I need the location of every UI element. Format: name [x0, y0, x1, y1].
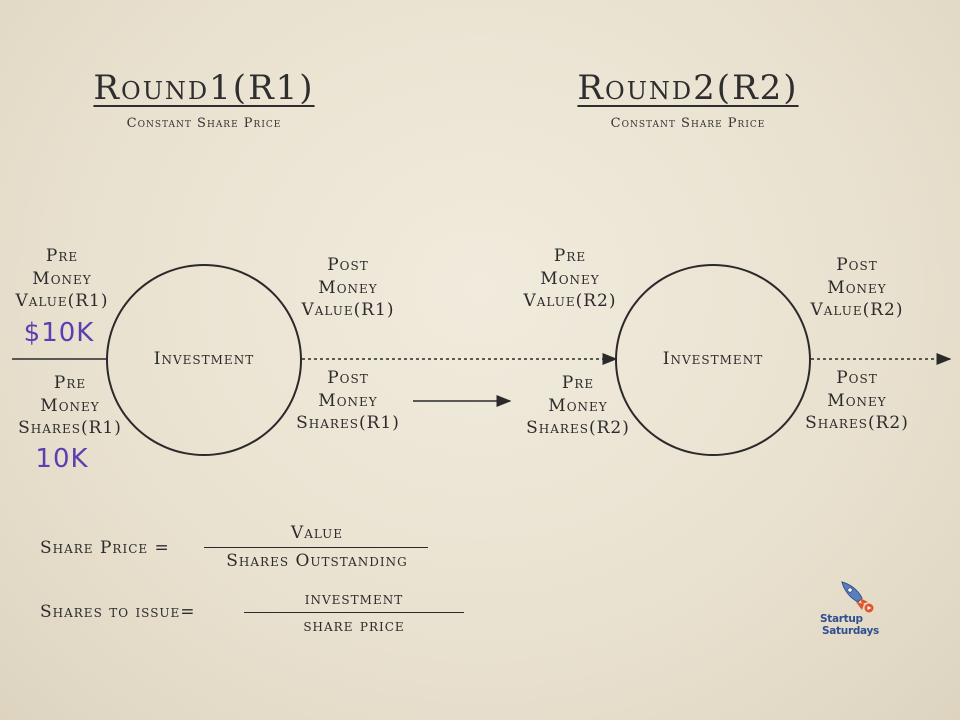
r2-pre-money-shares-label: Pre Money Shares(R2) — [526, 373, 630, 438]
r1-pre-money-value-label: Pre Money Value(R1) — [15, 246, 109, 311]
logo-text-saturdays: Saturdays — [822, 625, 879, 637]
r1-post-money-shares-label: Post Money Shares(R1) — [296, 368, 400, 433]
shares-to-issue-fraction-bar — [244, 612, 464, 613]
round2-title: Round2(R2) — [577, 68, 799, 108]
r2-investment-circle — [615, 264, 811, 456]
r1-pre-money-shares-label: Pre Money Shares(R1) — [18, 373, 122, 438]
shares-to-issue-formula-lhs: Shares to issue= — [40, 602, 196, 622]
r2-investment-label: Investment — [662, 349, 764, 369]
shares-to-issue-denominator: share price — [303, 616, 405, 636]
startup-saturdays-logo: Startup Saturdays — [818, 580, 890, 640]
r1-post-money-value-label: Post Money Value(R1) — [301, 255, 395, 320]
share-price-denominator: Shares Outstanding — [226, 551, 408, 571]
r1-pre-money-value-amount: $10K — [23, 318, 95, 348]
round1-subtitle: Constant Share Price — [126, 116, 282, 131]
round1-title: Round1(R1) — [93, 68, 315, 108]
share-price-numerator: Value — [290, 523, 344, 543]
r1-pre-money-shares-amount: 10K — [35, 444, 89, 474]
shares-to-issue-numerator: investment — [304, 589, 404, 609]
logo-text-startup: Startup — [820, 613, 863, 625]
r2-pre-money-value-label: Pre Money Value(R2) — [523, 246, 617, 311]
round2-subtitle: Constant Share Price — [610, 116, 766, 131]
share-price-formula-lhs: Share Price = — [40, 538, 170, 558]
r1-investment-circle — [106, 264, 302, 456]
rocket-icon — [841, 581, 874, 613]
r2-post-money-shares-label: Post Money Shares(R2) — [805, 368, 909, 433]
r2-post-money-value-label: Post Money Value(R2) — [810, 255, 904, 320]
share-price-fraction-bar — [204, 547, 428, 548]
r1-investment-label: Investment — [153, 349, 255, 369]
